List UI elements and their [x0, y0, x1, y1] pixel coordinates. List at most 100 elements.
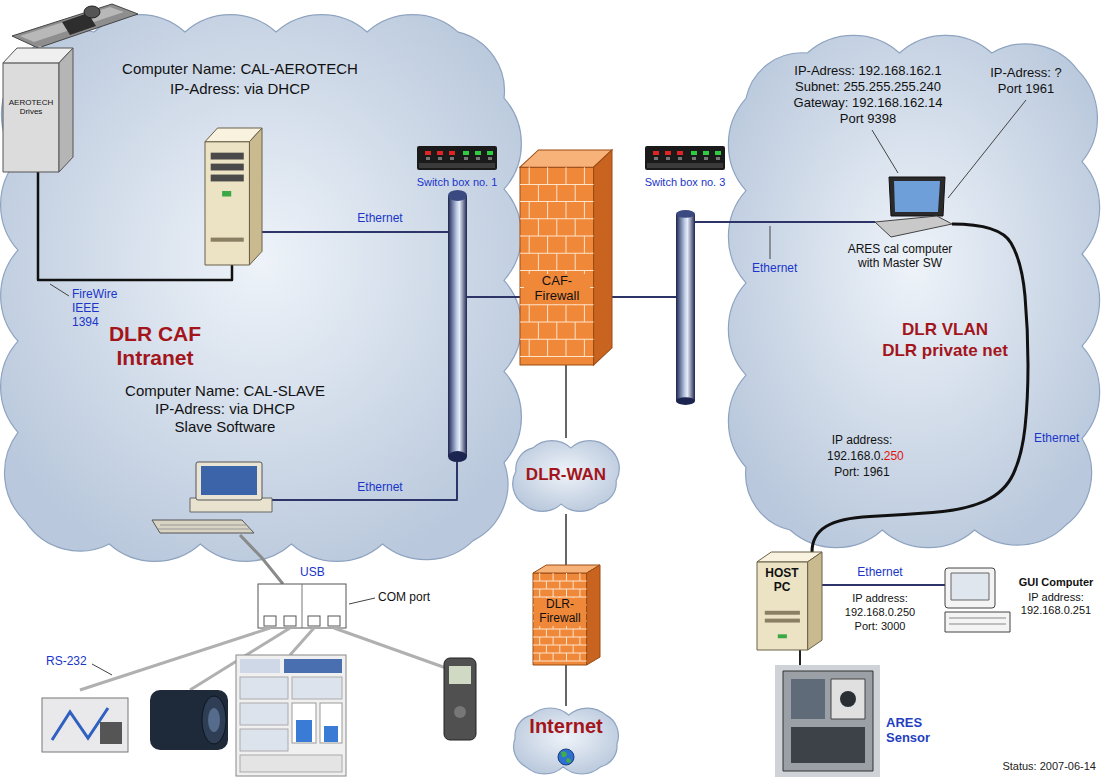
wan-cloud: DLR-WAN [506, 438, 626, 514]
node-text: Switch box no. 1 [417, 176, 498, 189]
text-holder: IP address: 192.168.0.251 [1013, 591, 1099, 616]
text-holder: 192.168.0.250 [845, 606, 915, 619]
text-holder: IP-Adress: via DHCP [170, 80, 310, 97]
firewall-shape [520, 150, 612, 365]
text-holder: Computer Name: CAL-AEROTECH [122, 60, 358, 77]
drive-unit: AEROTECH Drives [3, 48, 73, 172]
text-holder: IP-Adress: via DHCP [155, 400, 295, 417]
text-holder: 250 [884, 450, 904, 464]
laptop-shape [875, 176, 952, 238]
node-text: Computer Name: CAL-AEROTECH [122, 60, 358, 77]
cloud-shape [728, 35, 1100, 548]
text-holder: Ethernet [752, 262, 797, 276]
laptop: ARES cal computer with Master SW [875, 176, 952, 238]
switch-icon [417, 146, 497, 170]
annotation-label: Subnet: 255.255.255.240 [795, 80, 941, 95]
node-text: GUI Computer [1019, 576, 1094, 589]
text-holder: Subnet: 255.255.255.240 [795, 80, 941, 95]
annotation-label: Port: 3000 [855, 620, 906, 633]
node-text: Slave Software [175, 418, 276, 435]
annotation-label: IP address: [852, 592, 907, 605]
text-holder: DLR-WAN [526, 465, 606, 485]
text-holder: Ethernet [1034, 432, 1079, 446]
host-pc: HOST PC [757, 552, 822, 650]
annotation-label: IP-Adress: ? [990, 66, 1062, 81]
text-holder: DLR CAF Intranet [90, 322, 220, 370]
pipe-shape [448, 190, 467, 462]
server-shape [205, 128, 262, 265]
text-holder: COM port [378, 591, 430, 605]
text-holder: DLR-Firewall [534, 598, 586, 626]
network-link [262, 231, 448, 233]
node-text: DLR VLAN [902, 320, 988, 340]
text-holder: Port: 3000 [855, 620, 906, 633]
pipe-shape [676, 210, 695, 405]
text-holder: Ethernet [357, 212, 402, 226]
text-holder: DLR VLAN [902, 320, 988, 340]
gui-computer: GUI ComputerIP address: 192.168.0.251 [945, 568, 1010, 632]
node-text: AEROTECH Drives [4, 98, 58, 116]
annotation-label: Ethernet [357, 481, 402, 495]
firewall: CAF-Firewall [520, 150, 612, 365]
text-holder: HOST PC [759, 567, 805, 595]
text-holder: DLR private net [882, 341, 1008, 361]
text-holder: IP-Adress: ? [990, 66, 1062, 81]
workstation: Computer Name: CAL-SLAVEIP-Adress: via D… [150, 462, 272, 535]
annotation-label: Gateway: 192.168.162.14 [794, 96, 943, 111]
text-holder: Slave Software [175, 418, 276, 435]
annotation-label: 192.168.0.250 [845, 606, 915, 619]
network-switch: Switch box no. 1 [448, 190, 467, 462]
annotation-label: USB [300, 566, 325, 580]
text-holder: Gateway: 192.168.162.14 [794, 96, 943, 111]
annotation-label: 250 [884, 450, 904, 464]
node-text: CAF-Firewall [524, 274, 590, 304]
annotation-label: IP-Adress: 192.168.162.1 [794, 64, 941, 79]
node-text: ARES Sensor [886, 716, 938, 746]
text-holder: 192.168.0. [827, 450, 884, 464]
text-holder: Switch box no. 1 [417, 176, 498, 189]
internet-cloud: Internet [506, 706, 626, 776]
node-text: IP-Adress: via DHCP [155, 400, 295, 417]
text-holder: USB [300, 566, 325, 580]
vlan-cloud: DLR VLANDLR private net ARES cal computer… [728, 35, 1100, 548]
network-switch: Switch box no. 3 [676, 210, 695, 405]
wan-link [565, 665, 567, 706]
annotation-label: 192.168.0. [827, 450, 884, 464]
text-holder: Port 9398 [840, 112, 896, 127]
text-holder: Computer Name: CAL-SLAVE [125, 382, 325, 399]
handheld-meter [444, 658, 476, 740]
annotation-label: Port 9398 [840, 112, 896, 127]
network-link [612, 296, 676, 298]
node-text: DLR-WAN [526, 465, 606, 485]
sensor-unit: ARES Sensor [775, 665, 880, 777]
text-holder: FireWire IEEE 1394 [72, 288, 124, 329]
annotation-label: Status: 2007-06-14 [1002, 760, 1096, 773]
node-text: Computer Name: CAL-SLAVE [125, 382, 325, 399]
node-text: Internet [529, 715, 602, 738]
network-link [822, 584, 945, 586]
annotation-label: Port: 1961 [834, 466, 889, 480]
node-text: DLR CAF Intranet [90, 322, 220, 370]
node-text: IP-Adress: via DHCP [170, 80, 310, 97]
annotation-label: RS-232 [46, 655, 87, 669]
annotation-label: FireWire IEEE 1394 [72, 288, 124, 329]
network-link [695, 221, 875, 223]
annotation-label: COM port [378, 591, 430, 605]
globe-icon [558, 749, 574, 765]
text-holder: GUI Computer [1019, 576, 1094, 589]
sensor-shape [775, 665, 880, 777]
text-holder: AEROTECH Drives [4, 98, 58, 116]
text-holder: IP address: [832, 434, 892, 448]
gui-shape [945, 568, 1010, 632]
node-text: IP address: 192.168.0.251 [1013, 591, 1099, 616]
text-holder: ARES Sensor [886, 716, 938, 746]
switch-icon [645, 146, 725, 170]
text-holder: ARES cal computer with Master SW [843, 243, 958, 271]
rs232-instrument [42, 698, 128, 752]
text-holder: IP-Adress: 192.168.162.1 [794, 64, 941, 79]
annotation-label: Ethernet [357, 212, 402, 226]
software-screenshot [236, 655, 346, 776]
network-link [467, 296, 520, 298]
wan-link [565, 365, 567, 438]
pc-shape [150, 462, 272, 535]
